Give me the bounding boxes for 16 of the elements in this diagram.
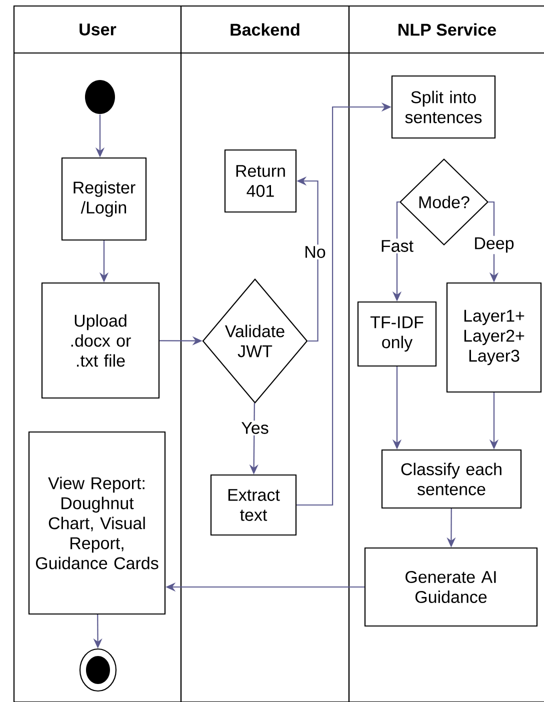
action-box: Return 401	[224, 149, 297, 213]
action-box: Upload .docx or .txt file	[41, 282, 160, 399]
action-box: Register /Login	[61, 157, 147, 241]
edge-label: Deep	[472, 236, 516, 254]
action-box: View Report: Doughnut Chart, Visual Report, Guidance Cards	[28, 431, 166, 615]
action-box: Layer1+ Layer2+ Layer3	[446, 282, 542, 393]
end-circle	[79, 648, 117, 692]
action-box: Extract text	[210, 474, 297, 536]
action-box: Classify each sentence	[381, 449, 522, 509]
edge-label: Yes	[240, 420, 270, 436]
start-circle	[85, 80, 115, 114]
edge-label: No	[302, 244, 328, 260]
action-box: Generate AI Guidance	[364, 547, 538, 627]
action-box: Split into sentences	[391, 75, 496, 139]
edge-label: Fast	[378, 238, 416, 254]
action-box: TF-IDF only	[357, 301, 437, 367]
